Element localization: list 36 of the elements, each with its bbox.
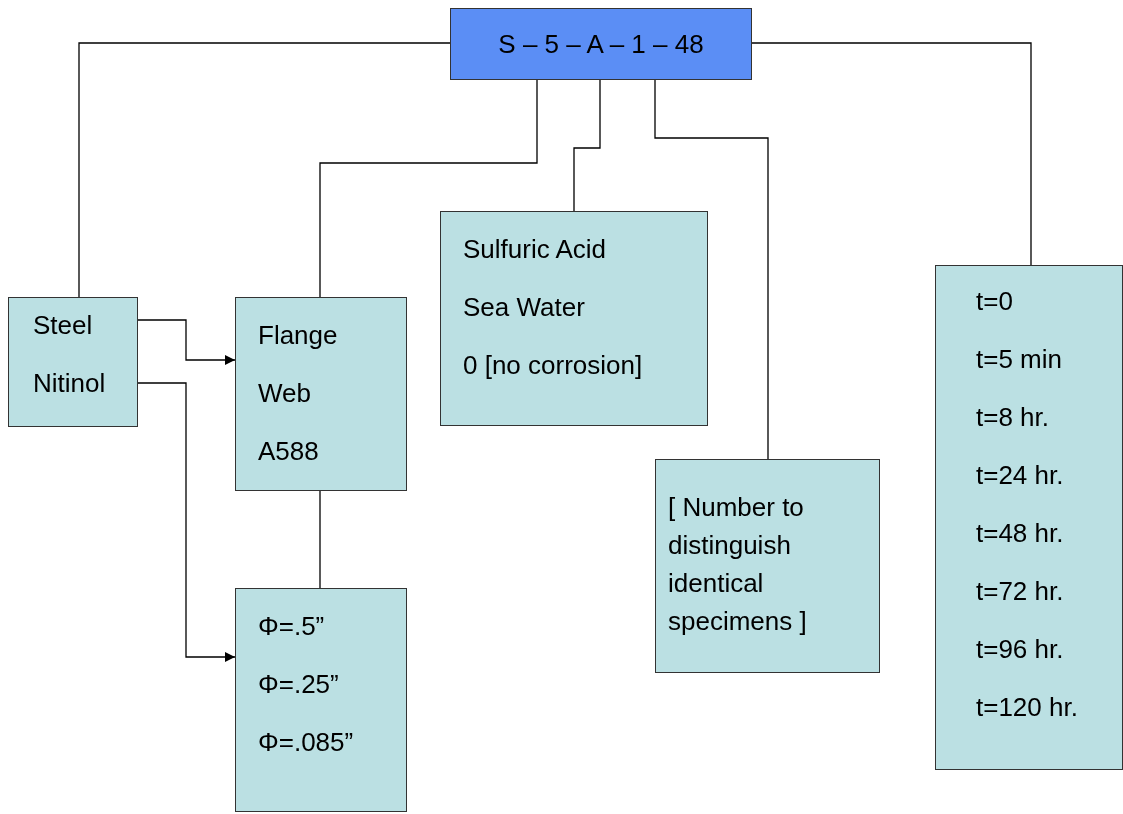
- connector-line: [654, 79, 769, 460]
- code-box: [450, 8, 752, 80]
- option-label: Φ=.5”: [258, 611, 325, 641]
- option-label: Nitinol: [33, 368, 106, 398]
- option-label: t=120 hr.: [976, 692, 1078, 722]
- connector-line: [319, 490, 321, 589]
- connector-line: [751, 42, 1032, 266]
- specimen-code: S – 5 – A – 1 – 48: [498, 29, 704, 59]
- arrow: [137, 382, 236, 662]
- option-box: [440, 211, 708, 426]
- option-label: Sulfuric Acid: [463, 234, 607, 264]
- arrow: [137, 319, 236, 365]
- option-label: Φ=.085”: [258, 727, 354, 757]
- option-label: A588: [258, 436, 319, 466]
- option-label: Steel: [33, 310, 93, 340]
- connector-line: [319, 79, 538, 298]
- option-box: [935, 265, 1123, 770]
- option-label: [ Number to distinguish identical specimens ]: [668, 491, 808, 638]
- option-label: 0 [no corrosion]: [463, 350, 643, 380]
- option-label: t=5 min: [976, 344, 1062, 374]
- option-label: t=8 hr.: [976, 402, 1049, 432]
- option-box: [655, 459, 880, 673]
- option-label: Flange: [258, 320, 338, 350]
- option-label: Sea Water: [463, 292, 585, 322]
- option-label: t=72 hr.: [976, 576, 1064, 606]
- option-label: t=48 hr.: [976, 518, 1064, 548]
- option-box: [8, 297, 138, 427]
- option-label: t=24 hr.: [976, 460, 1064, 490]
- option-box: [235, 588, 407, 812]
- connector-line: [573, 79, 601, 212]
- option-label: Web: [258, 378, 311, 408]
- option-box: [235, 297, 407, 491]
- option-label: Φ=.25”: [258, 669, 339, 699]
- option-label: t=96 hr.: [976, 634, 1064, 664]
- connector-line: [78, 42, 451, 298]
- option-label: t=0: [976, 286, 1013, 316]
